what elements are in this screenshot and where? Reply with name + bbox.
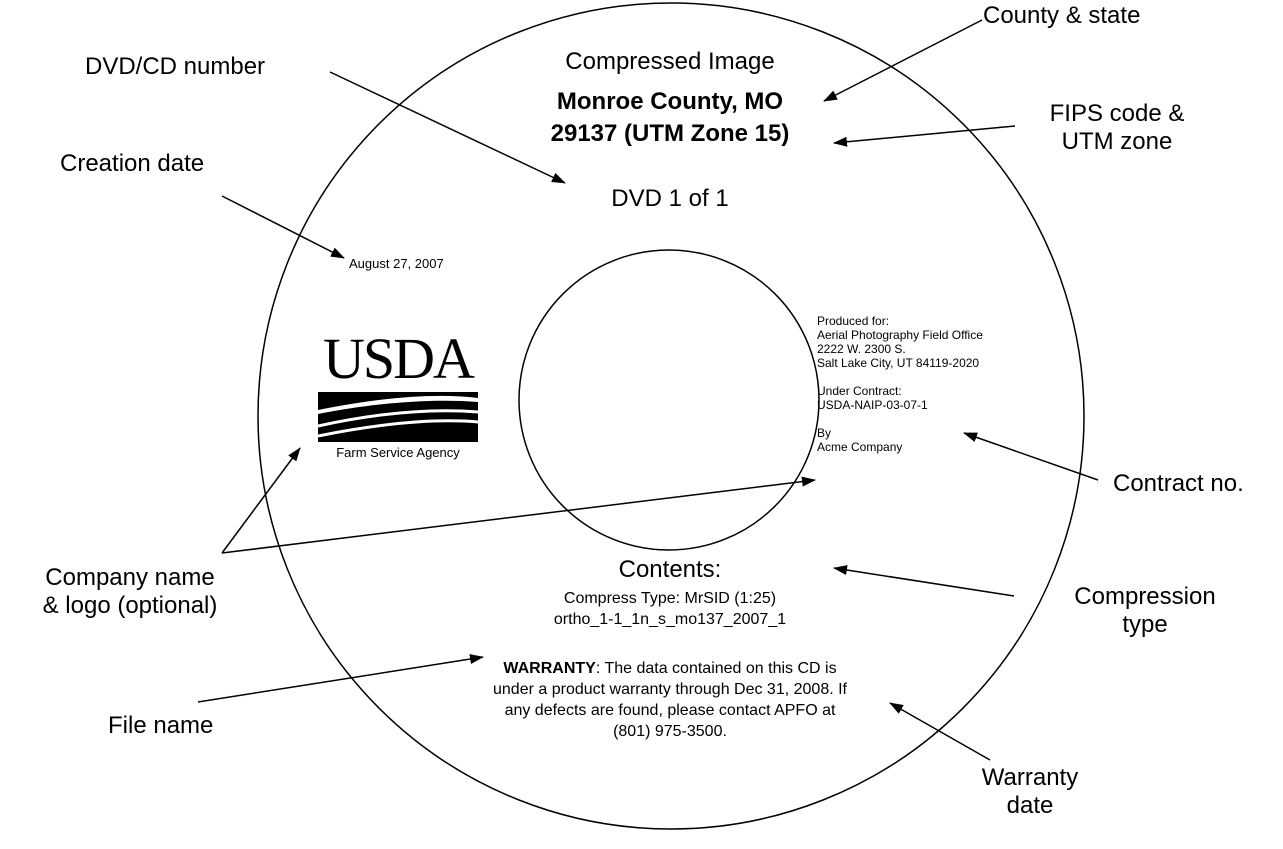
usda-logo-text: USDA — [323, 326, 475, 391]
usda-agency-name: Farm Service Agency — [336, 445, 460, 460]
disc-creation-date: August 27, 2007 — [349, 256, 444, 271]
annotation-county-state: County & state — [983, 2, 1141, 29]
disc-outer-circle — [257, 2, 1085, 830]
contract-label: Under Contract: — [817, 384, 902, 398]
disc-title-county-state: Monroe County, MO — [556, 88, 784, 115]
arrow-warranty — [889, 702, 991, 761]
arrow-compression — [833, 565, 1015, 597]
arrow-company-name — [221, 476, 816, 554]
disc-title-image-type: Compressed Image — [565, 48, 775, 75]
arrow-creation-date — [221, 195, 345, 259]
annotation-compression-line: type — [1122, 610, 1168, 638]
contents-title: Contents: — [618, 556, 722, 583]
produced-for-line: Aerial Photography Field Office — [817, 328, 983, 342]
contract-number: USDA-NAIP-03-07-1 — [817, 398, 928, 412]
file-name: ortho_1-1_1n_s_mo137_2007_1 — [553, 611, 787, 628]
annotation-contract-no: Contract no. — [1113, 470, 1244, 497]
annotation-fips-line: FIPS code & — [1049, 100, 1185, 127]
annotation-warranty-date: Warranty date — [930, 764, 1130, 819]
arrow-dvd-number — [329, 71, 566, 184]
arrow-company-logo — [221, 447, 301, 554]
warranty-line: (801) 975-3500. — [613, 723, 727, 740]
annotation-creation-date: Creation date — [60, 150, 205, 177]
warranty-line: any defects are found, please contact AP… — [504, 702, 836, 719]
arrow-contract — [963, 432, 1099, 481]
arrow-file-name — [197, 654, 484, 703]
disc-number: DVD 1 of 1 — [611, 185, 729, 212]
annotation-compression-type: Compression type — [1015, 583, 1275, 638]
disc-title-fips-utm: 29137 (UTM Zone 15) — [550, 120, 790, 147]
produced-for-line: 2222 W. 2300 S. — [817, 342, 906, 356]
produced-for-block: Produced for: Aerial Photography Field O… — [817, 314, 983, 454]
company-name: Acme Company — [817, 440, 903, 454]
annotation-compression-line: Compression — [1074, 583, 1216, 610]
annotation-file-name: File name — [108, 712, 214, 739]
usda-logo-swoosh-icon — [318, 392, 478, 442]
compress-type: Compress Type: MrSID (1:25) — [563, 590, 777, 607]
arrow-county-state — [823, 19, 983, 102]
warranty-text: : The data contained on this CD is — [595, 660, 837, 677]
arrow-fips — [833, 125, 1016, 147]
annotation-company-logo: Company name & logo (optional) — [10, 564, 250, 619]
annotation-fips-utm: FIPS code & UTM zone — [1017, 100, 1217, 155]
disc-inner-circle — [518, 249, 820, 551]
warranty-line: WARRANTY: The data contained on this CD … — [380, 658, 960, 679]
annotation-warranty-line: date — [1006, 791, 1054, 819]
annotation-warranty-line: Warranty — [981, 764, 1079, 791]
produced-for-line: Salt Lake City, UT 84119-2020 — [817, 356, 980, 370]
warranty-line: under a product warranty through Dec 31,… — [493, 681, 847, 698]
annotation-company-line: Company name — [45, 564, 215, 591]
warranty-heading: WARRANTY — [503, 660, 596, 677]
by-label: By — [817, 426, 832, 440]
warranty-block: WARRANTY: The data contained on this CD … — [380, 658, 960, 742]
annotation-fips-line: UTM zone — [1061, 127, 1173, 155]
annotation-company-line: & logo (optional) — [42, 591, 218, 619]
usda-logo: USDA — [318, 330, 478, 442]
produced-for-label: Produced for: — [817, 314, 890, 328]
annotation-dvd-cd-number: DVD/CD number — [85, 53, 266, 80]
